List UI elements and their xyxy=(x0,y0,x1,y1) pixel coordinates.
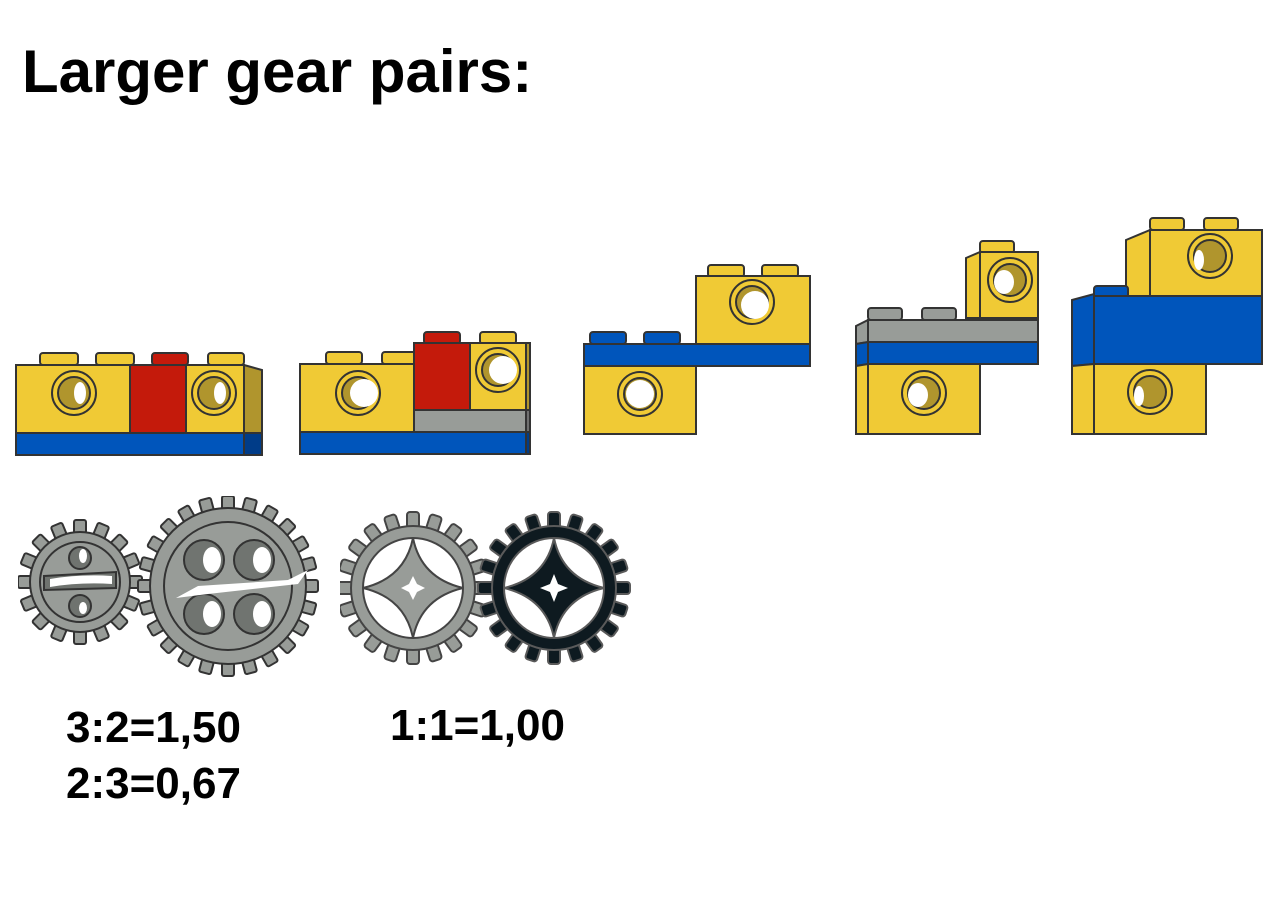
brick-assembly-1 xyxy=(14,350,266,458)
gear-24-teeth-icon xyxy=(137,495,319,677)
brick-assembly-4 xyxy=(854,238,1044,438)
brick-assembly-2 xyxy=(298,330,534,458)
gear-16-teeth-icon xyxy=(17,519,143,645)
ratio-1-1: 1:1=1,00 xyxy=(390,701,565,750)
ratio-2-3: 2:3=0,67 xyxy=(66,759,241,808)
brick-assembly-3 xyxy=(582,262,816,438)
gear-20-teeth-black-icon xyxy=(477,511,631,665)
page-title: Larger gear pairs: xyxy=(22,38,533,105)
brick-assembly-5 xyxy=(1070,214,1270,438)
gear-pair-16-24 xyxy=(17,495,323,691)
gear-pair-20-20 xyxy=(336,508,636,675)
gear-20-teeth-gray-icon xyxy=(336,511,490,665)
ratio-3-2: 3:2=1,50 xyxy=(66,703,241,752)
